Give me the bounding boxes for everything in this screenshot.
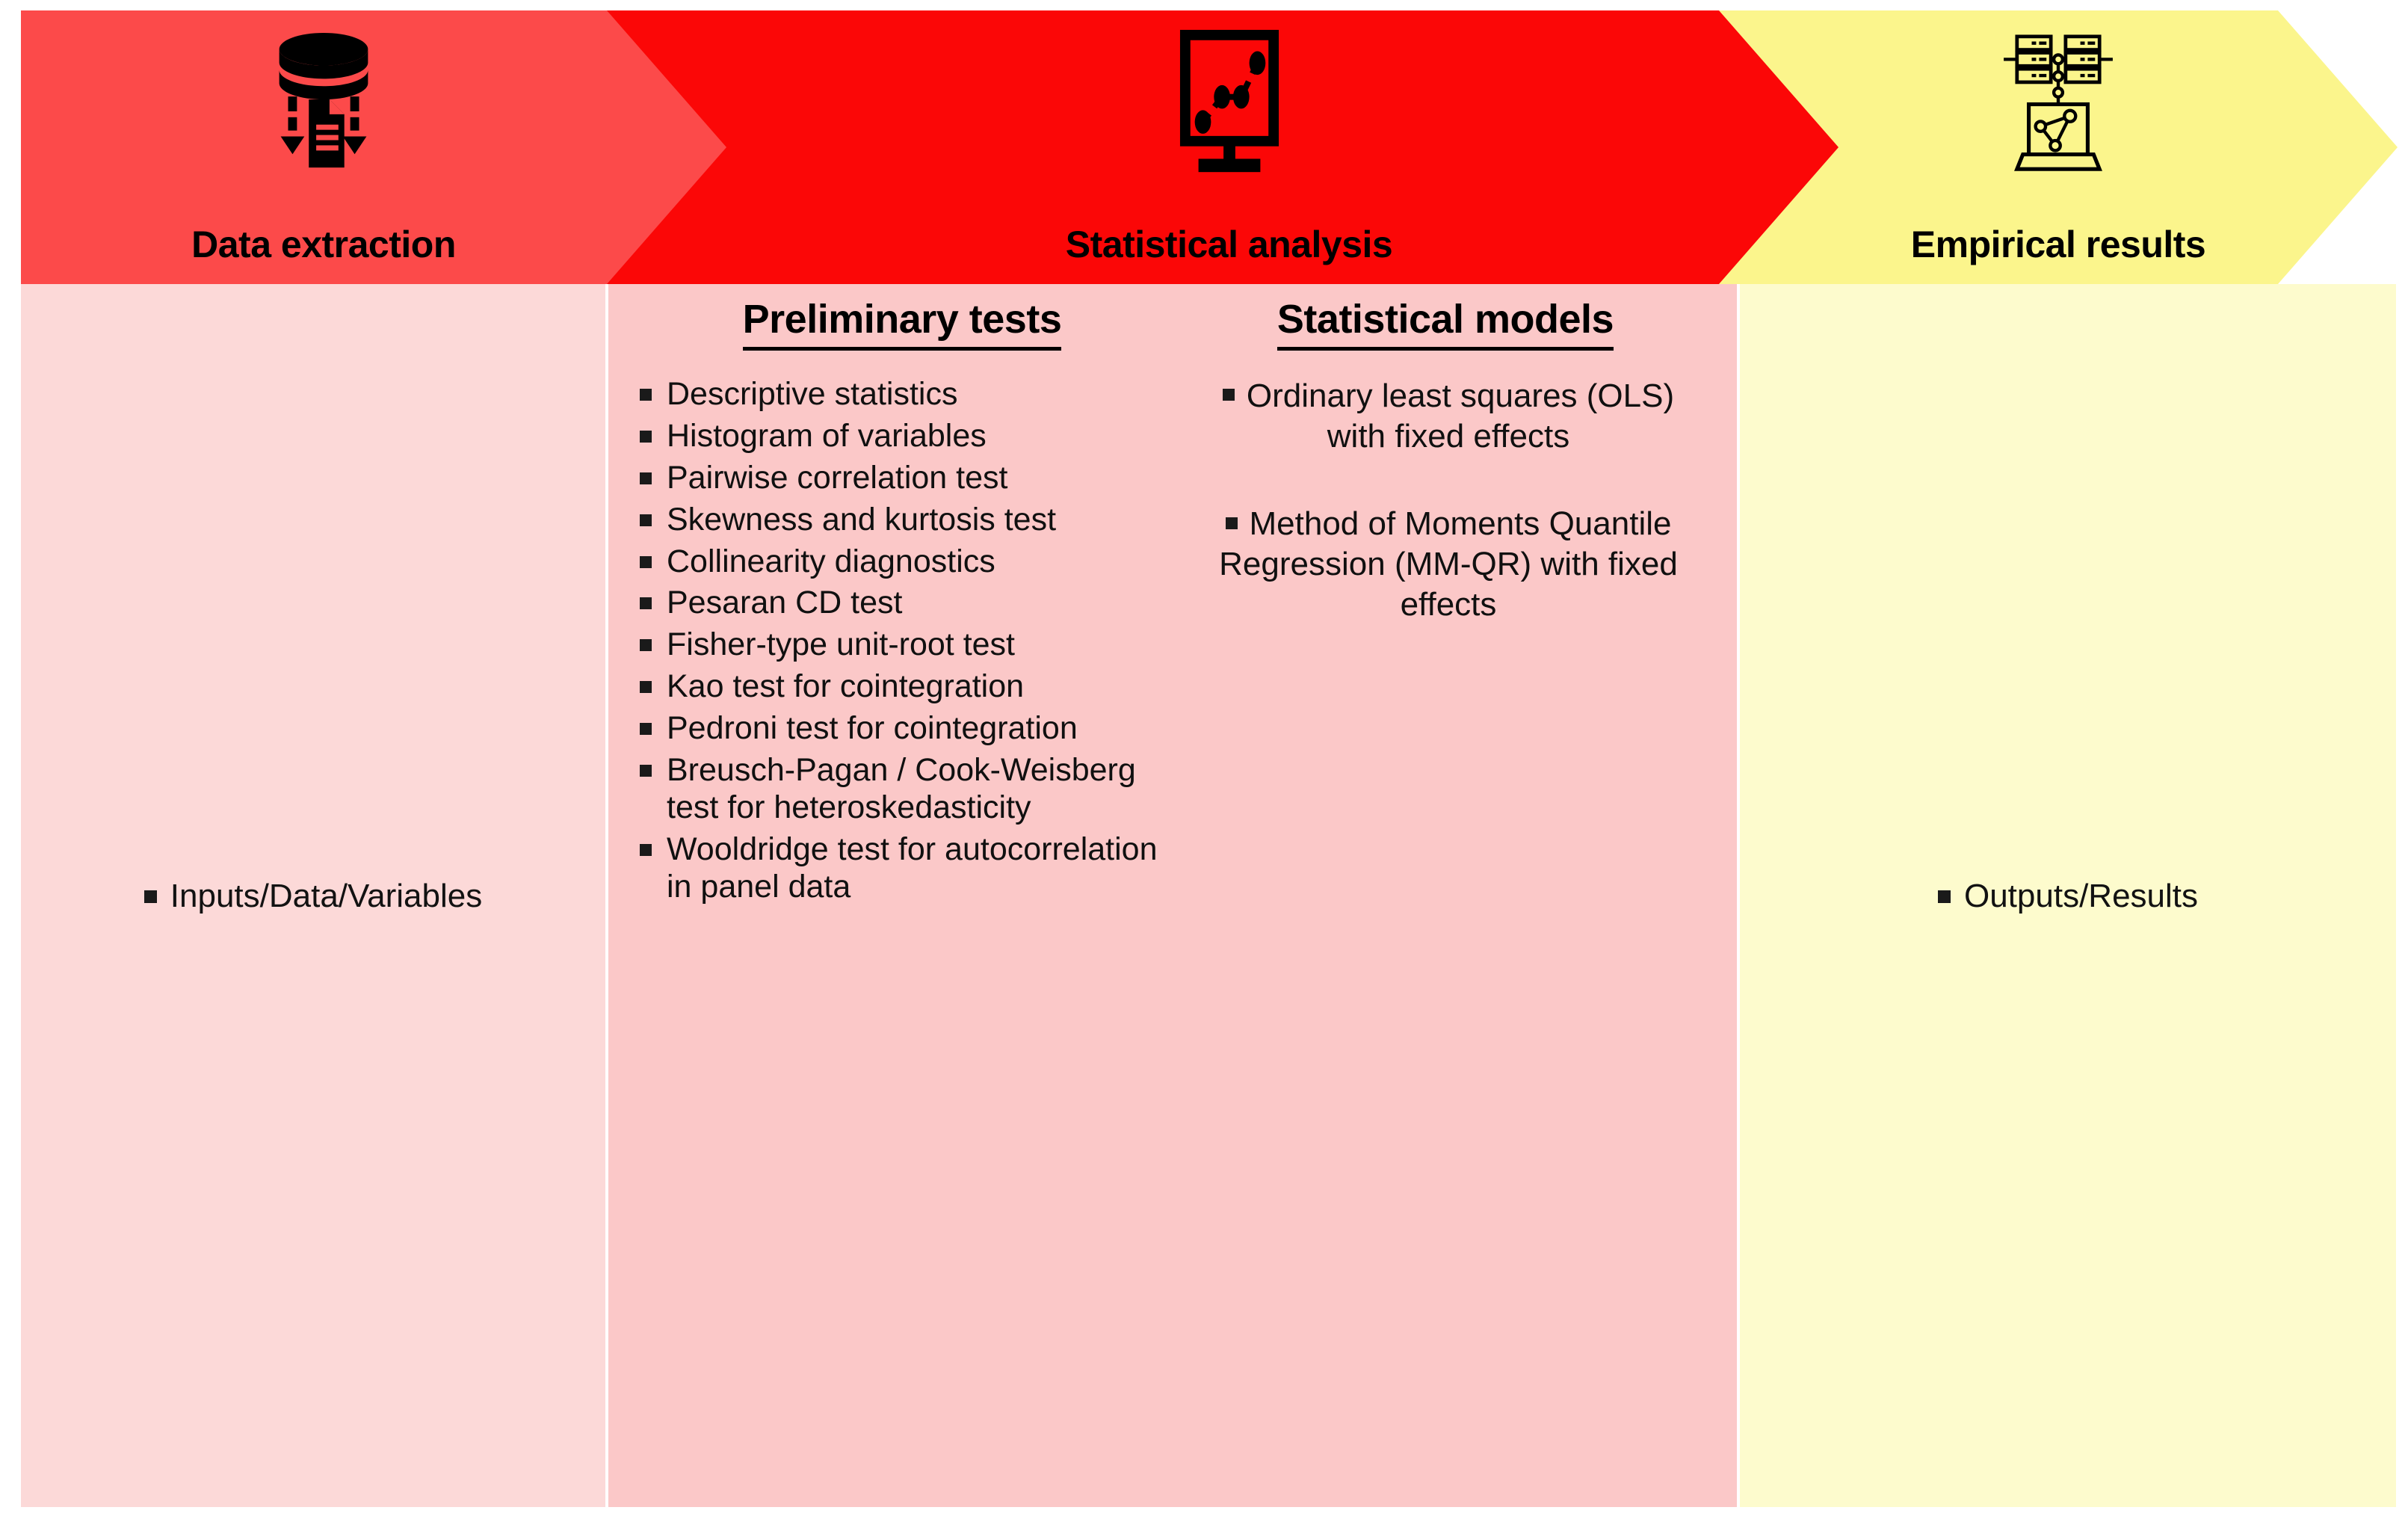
empirical-results-items: Outputs/Results [1740,284,2396,1507]
stage-banners: Data extraction [0,0,2408,286]
list-item: Histogram of variables [635,418,1169,455]
data-extraction-item-0: Inputs/Data/Variables [170,877,483,914]
banner-label-data-extraction: Data extraction [191,224,456,265]
list-item: Method of Moments Quantile Regression (M… [1190,504,1707,624]
list-item: Pairwise correlation test [635,460,1169,497]
group-preliminary-tests: Preliminary tests Descriptive statistics… [608,284,1176,910]
list-item: Skewness and kurtosis test [635,502,1169,539]
list-item: Inputs/Data/Variables [143,875,483,917]
list-item: Fisher-type unit-root test [635,626,1169,664]
statistical-models-item-1: Method of Moments Quantile Regression (M… [1219,505,1678,623]
stage-body-data-extraction: Inputs/Data/Variables [21,284,605,1507]
banner-label-empirical-results: Empirical results [1910,224,2206,265]
list-item: Pesaran CD test [635,585,1169,622]
list-item: Wooldridge test for autocorrelation in p… [635,831,1169,906]
stage-body-empirical-results: Outputs/Results [1740,284,2396,1507]
list-item: Pedroni test for cointegration [635,710,1169,748]
database-extract-icon [21,18,626,190]
statistical-models-list: Ordinary least squares (OLS) with fixed … [1190,376,1707,624]
bullet-square-icon [1937,890,1951,903]
statistical-models-item-0: Ordinary least squares (OLS) with fixed … [1246,378,1675,455]
preliminary-tests-title: Preliminary tests [635,296,1169,351]
data-extraction-items: Inputs/Data/Variables [21,284,605,1507]
stage-body-statistical-analysis [608,284,1737,1507]
empirical-results-item-0: Outputs/Results [1963,877,2199,914]
server-network-laptop-icon [1831,18,2285,190]
list-item: Collinearity diagnostics [635,543,1169,581]
banner-statistical-analysis: Statistical analysis [607,10,1851,284]
banner-label-statistical-analysis: Statistical analysis [1065,224,1393,265]
monitor-line-chart-icon [726,18,1732,190]
list-item: Breusch-Pagan / Cook-Weisberg test for h… [635,752,1169,827]
bullet-square-icon [1222,389,1235,401]
statistical-analysis-groups: Preliminary tests Descriptive statistics… [608,284,1737,1507]
list-item: Kao test for cointegration [635,668,1169,706]
list-item: Outputs/Results [1937,875,2199,917]
preliminary-tests-list: Descriptive statistics Histogram of vari… [635,376,1169,905]
list-item: Ordinary least squares (OLS) with fixed … [1190,376,1707,456]
bullet-square-icon [143,890,157,903]
statistical-models-title: Statistical models [1184,296,1707,351]
banner-data-extraction: Data extraction [21,10,753,284]
bullet-square-icon [1225,517,1238,529]
flowchart-body: Inputs/Data/Variables Outputs/Results Pr… [21,284,2398,1507]
group-statistical-models: Statistical models Ordinary least square… [1176,284,1737,672]
list-item: Descriptive statistics [635,376,1169,413]
